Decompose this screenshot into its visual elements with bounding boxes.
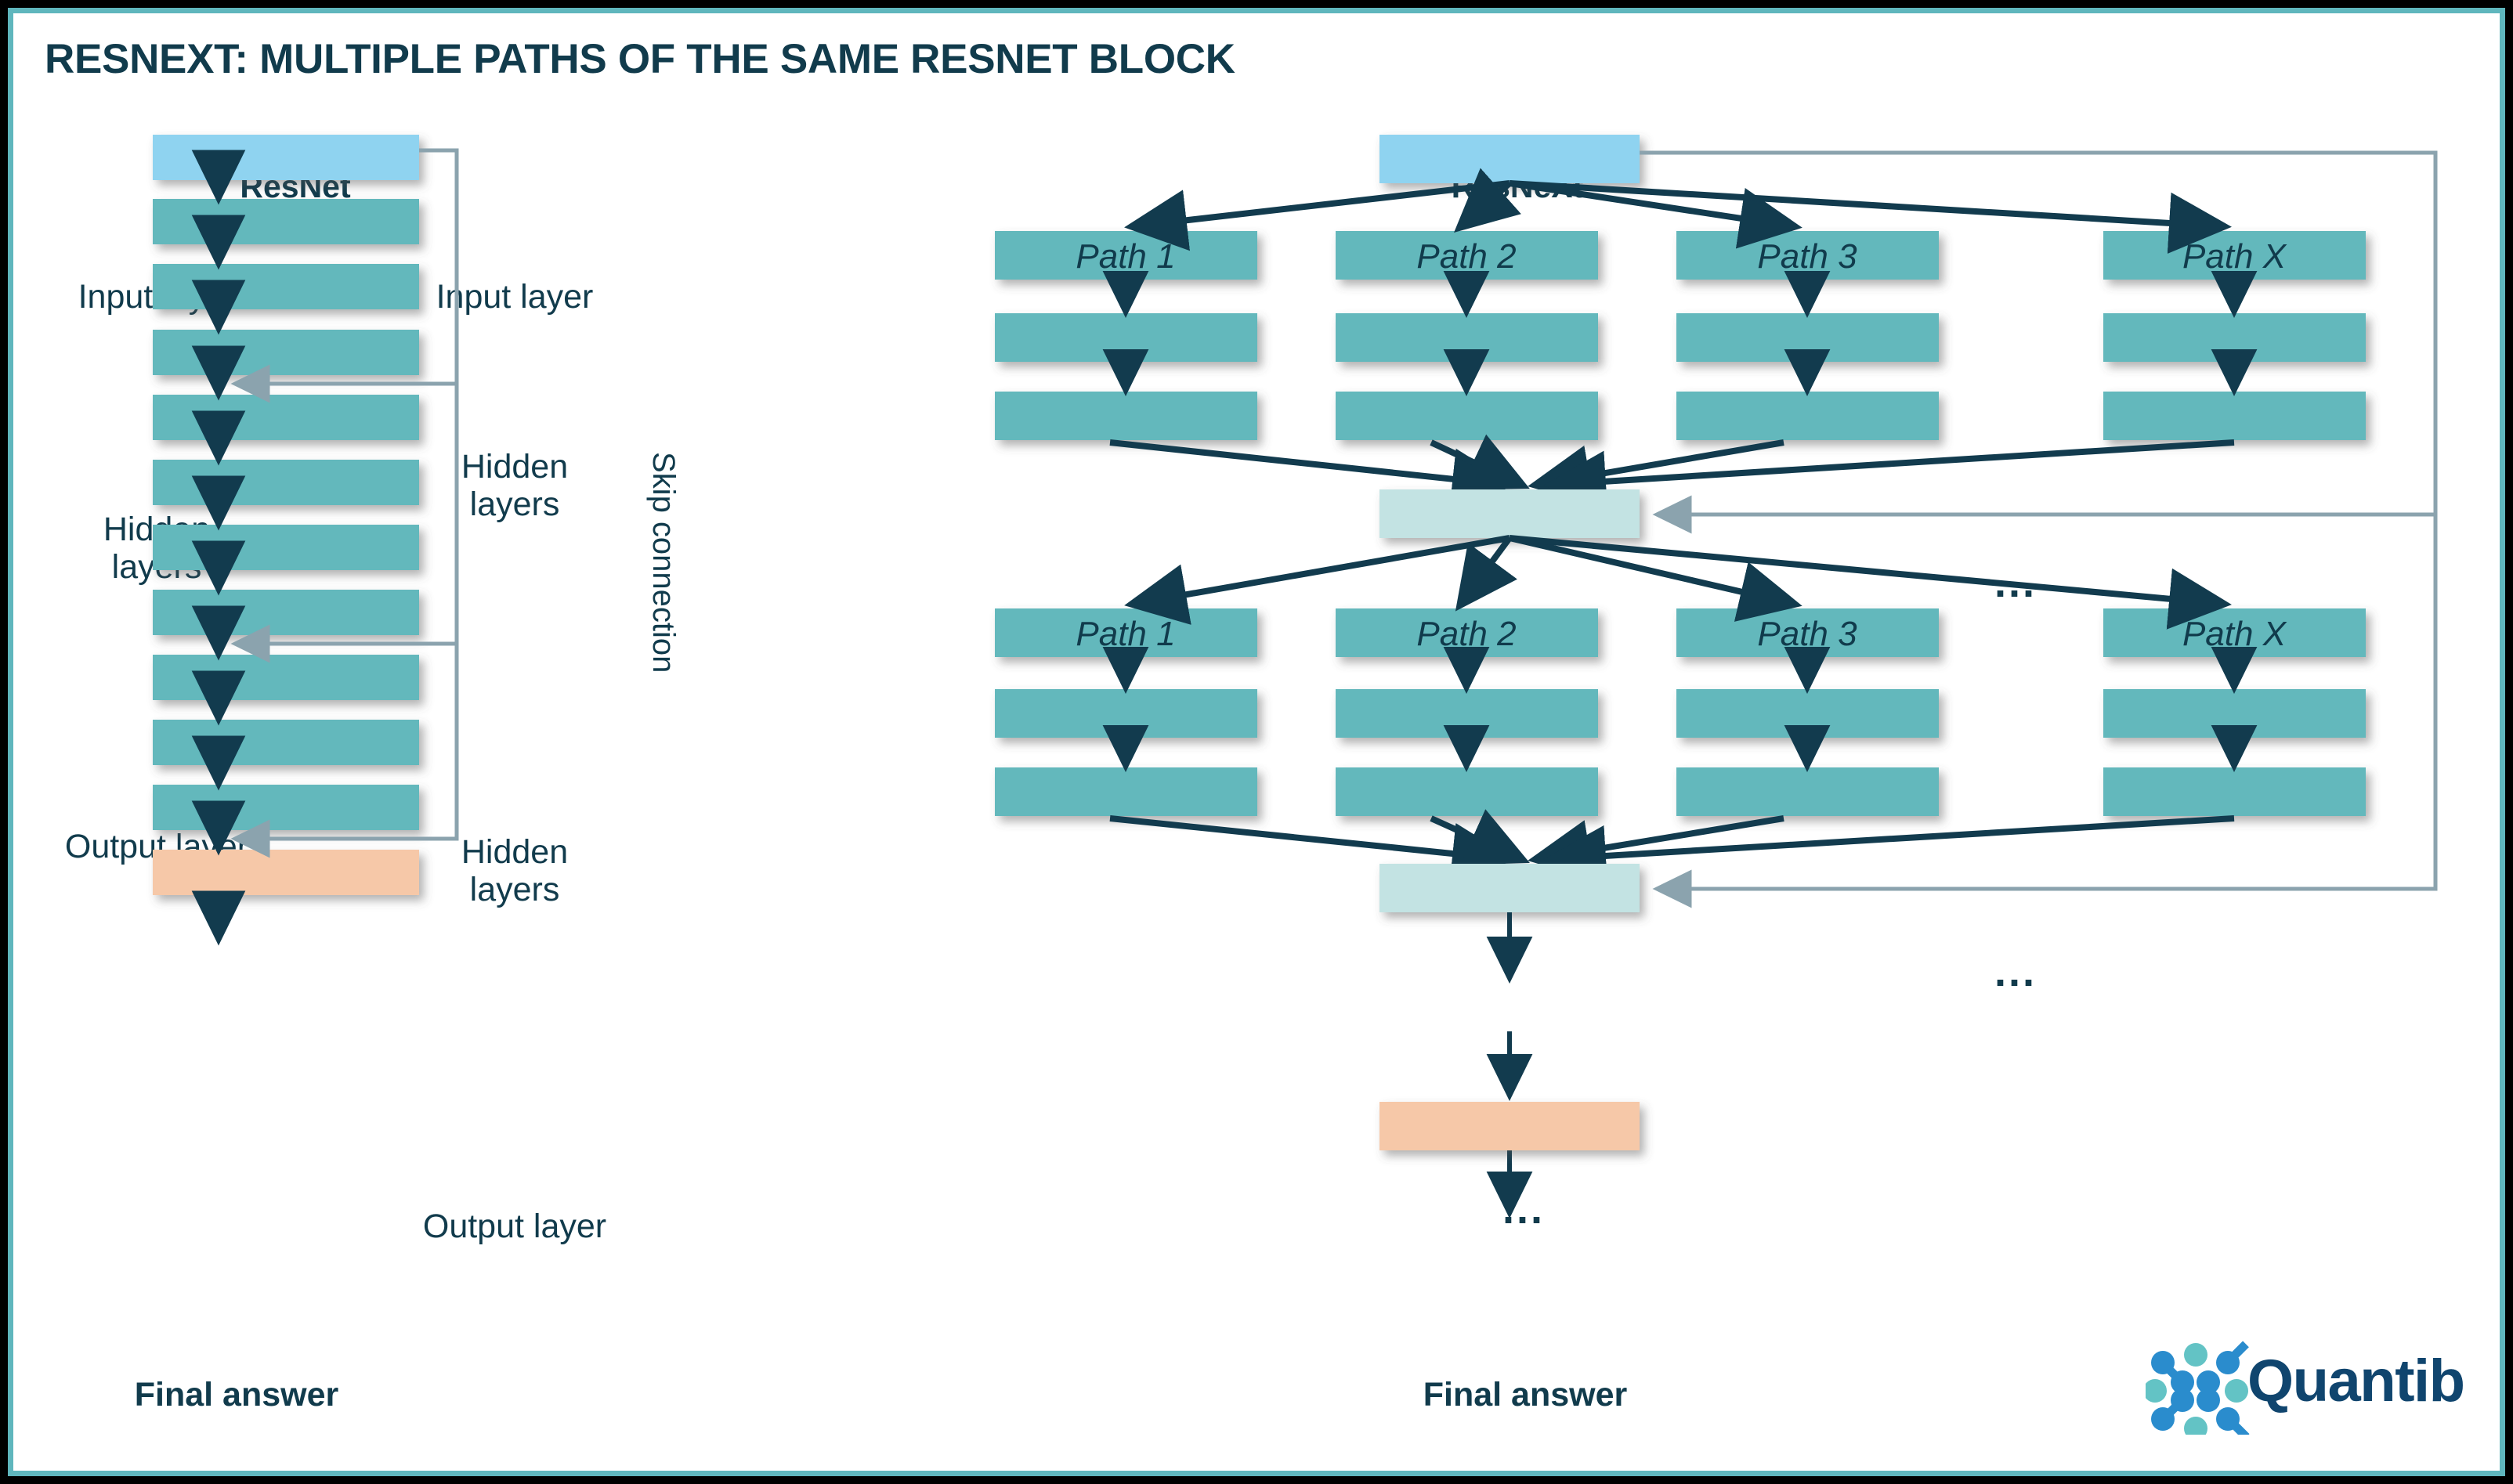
- fanin2-p2: [1430, 809, 1530, 865]
- resnet-hidden-label-line1: Hidden: [103, 511, 211, 548]
- resnext-s1-path2-row3: [1336, 392, 1598, 440]
- resnext-stage1-path-labels: Path 1 Path 2 Path 3 Path X: [1076, 237, 2287, 276]
- resnext-stage1-blocks: [995, 231, 2366, 440]
- resnet-heading: ResNet: [240, 168, 351, 204]
- resnet-output-label: Output layer: [64, 828, 249, 865]
- resnext-input-label: Input layer: [436, 278, 594, 316]
- resnext-s1-pathx-row2: [2103, 313, 2366, 362]
- fanout2-p3: [1509, 535, 1802, 622]
- resnext-s2-path3-row2: [1676, 689, 1939, 738]
- fanout2-p2: [1455, 536, 1517, 612]
- fanin1-p1: [1109, 439, 1515, 510]
- resnext-hidden-label-1-line1: Hidden: [461, 448, 569, 486]
- resnext-s1-path1-head: [995, 231, 1257, 280]
- diagram-svg: Path 1 Path 2 Path 3 Path X: [153, 135, 2438, 1219]
- resnet-hidden-block-9: [153, 720, 419, 765]
- resnext-s2-path1-label: Path 1: [1076, 615, 1175, 653]
- resnet-hidden-block-3: [153, 330, 419, 375]
- resnext-s2-path3-row3: [1676, 767, 1939, 816]
- resnext-s2-pathx-label: Path X: [2182, 615, 2287, 653]
- fanin1-p3: [1528, 439, 1784, 507]
- quantib-logo: Quantib: [2143, 1341, 2475, 1440]
- fanin1-p2: [1430, 434, 1530, 490]
- resnext-hidden-label-2-line2: layers: [469, 871, 560, 909]
- resnext-stage2-path-labels: Path 1 Path 2 Path 3 Path X: [1076, 615, 2287, 653]
- fanin2-p1: [1109, 815, 1515, 885]
- resnext-s1-path2-label: Path 2: [1416, 237, 1516, 276]
- resnext-hidden-label-2-line1: Hidden: [461, 833, 569, 871]
- page-title: RESNEXT: MULTIPLE PATHS OF THE SAME RESN…: [45, 36, 1235, 82]
- fanout2-px: [1509, 535, 2232, 630]
- resnext-s2-pathx-row3: [2103, 767, 2366, 816]
- resnet-hidden-label: Hidden layers: [27, 511, 286, 586]
- resnext-s2-path1-row2: [995, 689, 1257, 738]
- fanin1-px: [1543, 439, 2235, 512]
- resnext-s2-path2-row3: [1336, 767, 1598, 816]
- resnext-vertical-ellipsis: ...: [1502, 1186, 1546, 1233]
- resnet-hidden-block-4: [153, 395, 419, 440]
- resnext-s2-pathx-head: [2103, 608, 2366, 657]
- resnext-hidden-label-1-line2: layers: [469, 486, 560, 524]
- resnet-hidden-block-7: [153, 590, 419, 635]
- resnext-skip-2: [1640, 150, 2438, 908]
- resnext-s1-pathx-label: Path X: [2182, 237, 2287, 276]
- fanout2-p1: [1124, 535, 1510, 625]
- resnet-hidden-block-1: [153, 199, 419, 244]
- resnext-s2-path3-head: [1676, 608, 1939, 657]
- resnext-s2-path1-head: [995, 608, 1257, 657]
- resnext-s2-path2-head: [1336, 608, 1598, 657]
- resnext-s2-path2-row2: [1336, 689, 1598, 738]
- resnext-s1-path1-row2: [995, 313, 1257, 362]
- resnext-s1-path1-row3: [995, 392, 1257, 440]
- resnext-fanout-stage2: [1124, 535, 2232, 630]
- resnet-hidden-block-10: [153, 785, 419, 830]
- resnext-s2-pathx-row2: [2103, 689, 2366, 738]
- resnext-skip-connections: [1640, 150, 2438, 908]
- resnext-s2-path3-label: Path 3: [1757, 615, 1857, 653]
- resnext-s1-path3-row3: [1676, 392, 1939, 440]
- resnext-s1-path3-row2: [1676, 313, 1939, 362]
- resnext-fanin-stage2: [1109, 809, 2235, 887]
- resnext-heading: ResNeXt: [1451, 168, 1584, 204]
- resnext-skip-1: [1640, 150, 2438, 534]
- resnext-output-label: Output layer: [422, 1208, 607, 1245]
- fanin2-p3: [1528, 815, 1784, 881]
- resnext-s1-pathx-head: [2103, 231, 2366, 280]
- resnext-s1-path2-row2: [1336, 313, 1598, 362]
- resnext-output-block: [1379, 1102, 1640, 1150]
- fanin2-px: [1543, 815, 2235, 887]
- resnext-row-ellipsis-stage1: ...: [1994, 559, 2038, 606]
- resnext-stage2-blocks: [995, 608, 2366, 816]
- resnext-hidden-label-2: Hidden layers: [358, 833, 671, 908]
- resnext-diagram: Path 1 Path 2 Path 3 Path X: [995, 135, 2438, 1219]
- resnext-fanout-stage1: [1124, 168, 2232, 255]
- quantib-network-icon: [2143, 1341, 2250, 1440]
- resnext-stage1-column-arrows: [1102, 271, 2258, 396]
- resnext-s1-path3-head: [1676, 231, 1939, 280]
- resnext-final-answer-label: Final answer: [1423, 1376, 1628, 1414]
- resnet-final-answer-label: Final answer: [134, 1376, 339, 1414]
- slide-canvas: RESNEXT: MULTIPLE PATHS OF THE SAME RESN…: [13, 13, 2500, 1471]
- resnext-s2-path2-label: Path 2: [1416, 615, 1516, 653]
- resnext-stage2-column-arrows: [1102, 647, 2258, 772]
- resnext-s1-path3-label: Path 3: [1757, 237, 1857, 276]
- resnext-hidden-label-1: Hidden layers: [358, 448, 671, 523]
- resnext-row-ellipsis-stage2: ...: [1994, 948, 2038, 995]
- resnext-fanin-stage1: [1109, 434, 2235, 512]
- resnext-merge-block-1: [1379, 489, 1640, 538]
- resnext-s1-path1-label: Path 1: [1076, 237, 1175, 276]
- resnext-merge-block-2: [1379, 864, 1640, 912]
- resnet-hidden-label-line2: layers: [111, 548, 202, 587]
- resnext-s1-path2-head: [1336, 231, 1598, 280]
- resnet-hidden-block-8: [153, 655, 419, 700]
- resnext-s1-pathx-row3: [2103, 392, 2366, 440]
- resnet-input-label: Input layer: [78, 278, 236, 316]
- quantib-wordmark: Quantib: [2247, 1348, 2465, 1414]
- resnext-s2-path1-row3: [995, 767, 1257, 816]
